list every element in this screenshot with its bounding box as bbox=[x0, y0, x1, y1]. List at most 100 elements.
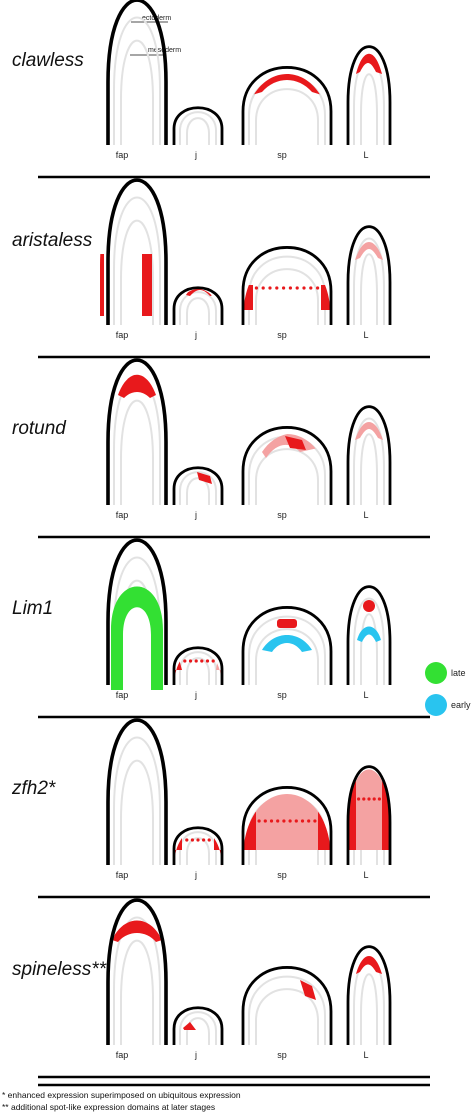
ectoderm-inner-layer bbox=[179, 651, 217, 685]
segment-label-fap: fap bbox=[116, 330, 129, 340]
segment-label-fap: fap bbox=[116, 690, 129, 700]
mesoderm-layer bbox=[186, 477, 210, 505]
mesoderm-layer bbox=[120, 939, 154, 1045]
weak-expression-domain bbox=[355, 422, 383, 440]
mesoderm-layer bbox=[186, 657, 210, 685]
mesoderm-layer bbox=[120, 219, 154, 325]
expression-group bbox=[355, 422, 383, 440]
expression-dot bbox=[211, 659, 215, 663]
segment-label-fap: fap bbox=[116, 870, 129, 880]
expression-dot bbox=[268, 316, 272, 320]
ectoderm-inner-layer bbox=[353, 417, 385, 505]
weak-expression-domain bbox=[262, 434, 318, 458]
expression-dot bbox=[194, 659, 198, 663]
segment-j: j bbox=[172, 646, 224, 700]
expression-dot bbox=[372, 797, 376, 801]
segment-sp: sp bbox=[241, 66, 333, 160]
expression-dot bbox=[257, 856, 261, 860]
expression-dot bbox=[185, 838, 189, 842]
segment-label-j: j bbox=[194, 1050, 197, 1060]
expression-dot bbox=[276, 856, 280, 860]
early-expression-domain bbox=[357, 626, 381, 642]
expression-dot bbox=[194, 674, 198, 678]
expression-dot bbox=[183, 659, 187, 663]
segment-label-j: j bbox=[194, 150, 197, 160]
segment-L: L bbox=[346, 225, 392, 340]
mesoderm-layer bbox=[186, 1017, 210, 1045]
weak-expression-domain bbox=[355, 242, 383, 260]
expression-dot bbox=[207, 838, 211, 842]
segment-label-sp: sp bbox=[277, 330, 287, 340]
mesoderm-layer bbox=[120, 399, 154, 505]
segment-outline bbox=[106, 178, 168, 325]
expression-dot bbox=[313, 819, 317, 823]
expression-dot bbox=[200, 674, 204, 678]
expression-group bbox=[118, 374, 156, 398]
legend-late-label: late bbox=[451, 668, 466, 678]
segment-j: j bbox=[172, 1006, 224, 1060]
expression-dot bbox=[367, 797, 371, 801]
segment-outline bbox=[106, 0, 168, 145]
expression-dot bbox=[313, 856, 317, 860]
segment-label-sp: sp bbox=[277, 150, 287, 160]
expression-dot bbox=[263, 819, 267, 823]
expression-dot bbox=[362, 797, 366, 801]
expression-dot bbox=[183, 674, 187, 678]
segment-label-sp: sp bbox=[277, 870, 287, 880]
ectoderm-inner-layer bbox=[113, 196, 161, 325]
legend-item-late: late bbox=[425, 662, 466, 684]
expression-group bbox=[355, 242, 383, 260]
expression-dot bbox=[367, 851, 370, 854]
early-expression-domain bbox=[262, 635, 312, 652]
expression-domain bbox=[142, 254, 152, 316]
expression-dot bbox=[295, 316, 299, 320]
expression-dot bbox=[288, 316, 292, 320]
expression-group bbox=[357, 600, 381, 642]
expression-dot bbox=[196, 852, 200, 856]
gene-label: Lim1 bbox=[12, 598, 53, 619]
expression-group bbox=[356, 956, 382, 974]
expression-dot bbox=[307, 819, 311, 823]
expression-dot bbox=[261, 286, 265, 290]
segment-label-sp: sp bbox=[277, 1050, 287, 1060]
ectoderm-inner-layer bbox=[113, 16, 161, 145]
expression-group bbox=[348, 769, 390, 854]
expression-group bbox=[356, 53, 382, 74]
segment-outline bbox=[241, 66, 333, 145]
ectoderm-inner-layer bbox=[353, 237, 385, 325]
expression-domain bbox=[252, 74, 322, 95]
segment-outline bbox=[106, 718, 168, 865]
segment-label-L: L bbox=[363, 330, 368, 340]
expression-domain bbox=[356, 956, 382, 974]
expression-group bbox=[174, 830, 222, 868]
ectoderm-inner-layer bbox=[179, 1011, 217, 1045]
expression-domain bbox=[321, 285, 331, 320]
segment-label-j: j bbox=[194, 870, 197, 880]
ectoderm-inner-layer bbox=[113, 736, 161, 865]
expression-group bbox=[262, 434, 318, 458]
ectoderm-inner-layer bbox=[248, 255, 326, 325]
expression-domain bbox=[356, 53, 382, 74]
expression-dot bbox=[257, 819, 261, 823]
weak-expression-domain bbox=[348, 769, 390, 850]
expression-dot bbox=[205, 659, 210, 663]
expression-dot bbox=[288, 856, 292, 860]
segment-label-L: L bbox=[363, 150, 368, 160]
mesoderm-layer bbox=[255, 988, 319, 1045]
expression-dot bbox=[309, 316, 313, 320]
ectoderm-inner-layer bbox=[179, 471, 217, 505]
expression-dot bbox=[269, 819, 274, 823]
segment-outline bbox=[172, 286, 224, 325]
expression-dot bbox=[276, 819, 280, 823]
segment-fap: fap bbox=[106, 0, 168, 160]
segment-fap: fap bbox=[100, 178, 168, 340]
ectoderm-inner-layer bbox=[353, 597, 385, 685]
expression-group bbox=[252, 74, 322, 95]
weak-expression-domain bbox=[243, 794, 331, 860]
expression-dot bbox=[269, 856, 274, 860]
mesoderm-layer bbox=[255, 628, 319, 685]
mesoderm-layer bbox=[186, 837, 210, 865]
